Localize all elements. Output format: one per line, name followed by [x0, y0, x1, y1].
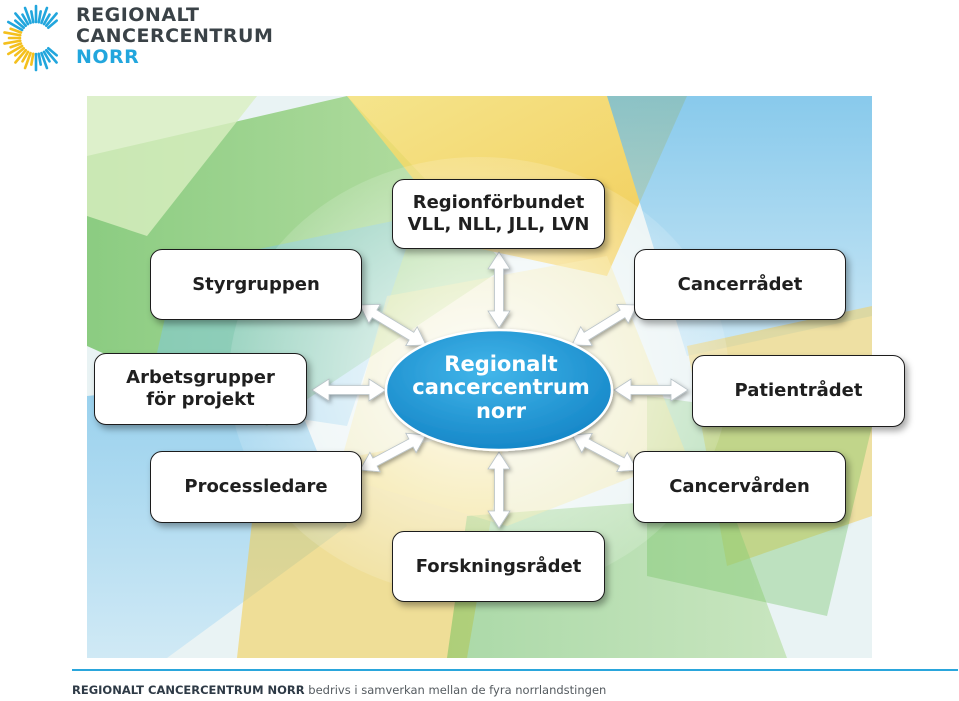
node-cancerradet: Cancerrådet	[634, 249, 846, 320]
logo-line-2: CANCERCENTRUM	[76, 25, 274, 47]
logo-ray	[3, 31, 22, 37]
arrow-patientradet	[613, 378, 689, 402]
logo-ray	[30, 10, 35, 24]
logo-ray	[14, 48, 28, 64]
logo-ray	[23, 6, 32, 25]
logo-ray	[14, 46, 26, 57]
node-processledare: Processledare	[150, 451, 362, 523]
logo-ray	[40, 6, 49, 25]
arrow-processledare	[359, 432, 427, 473]
logo-line-1: REGIONALT	[76, 4, 200, 26]
footer-text: bedrivs i samverkan mellan de fyra norrl…	[304, 683, 607, 697]
logo-ray	[9, 27, 23, 34]
arrow-arbetsgrupper	[311, 378, 387, 402]
logo-ray	[6, 20, 24, 32]
sunburst-logo-icon	[3, 4, 58, 72]
footer-org-name: REGIONALT CANCERCENTRUM NORR	[72, 683, 305, 697]
footer: REGIONALT CANCERCENTRUM NORR bedrivs i s…	[72, 683, 606, 697]
logo-ray	[37, 52, 42, 66]
arrow-forskningsradet	[487, 451, 511, 529]
node-regionforbundet: Regionförbundet VLL, NLL, JLL, LVN	[392, 179, 605, 249]
logo-ray	[42, 13, 51, 26]
node-styrgruppen: Styrgruppen	[150, 249, 362, 320]
logo-ray	[23, 51, 32, 70]
logo-ray	[30, 52, 35, 66]
footer-rule	[72, 669, 958, 671]
logo-ray	[3, 39, 22, 45]
logo-line-3: NORR	[76, 46, 140, 68]
center-label: Regionalt cancercentrum norr	[412, 351, 590, 423]
logo-ray	[44, 48, 58, 64]
logo-ray	[46, 19, 58, 30]
logo-ray	[44, 12, 58, 28]
node-patientradet: Patientrådet	[692, 355, 905, 427]
logo-ray	[14, 12, 28, 28]
logo-ray	[21, 50, 30, 63]
logo-ray	[40, 51, 49, 70]
node-forskningsradet: Forskningsrådet	[392, 531, 605, 602]
node-cancervarden: Cancervården	[633, 451, 846, 523]
arrow-regionforbundet	[487, 251, 511, 329]
logo-ray	[14, 19, 26, 30]
logo-ray	[9, 42, 23, 49]
logo-ray	[46, 46, 58, 57]
node-arbetsgrupper: Arbetsgrupper för projekt	[94, 353, 307, 425]
logo-ray	[6, 44, 24, 56]
logo-ray	[37, 10, 42, 24]
logo-ray	[42, 50, 51, 63]
center-ellipse	[384, 328, 614, 452]
arrow-cancervarden	[571, 432, 638, 473]
logo-ray	[21, 13, 30, 26]
